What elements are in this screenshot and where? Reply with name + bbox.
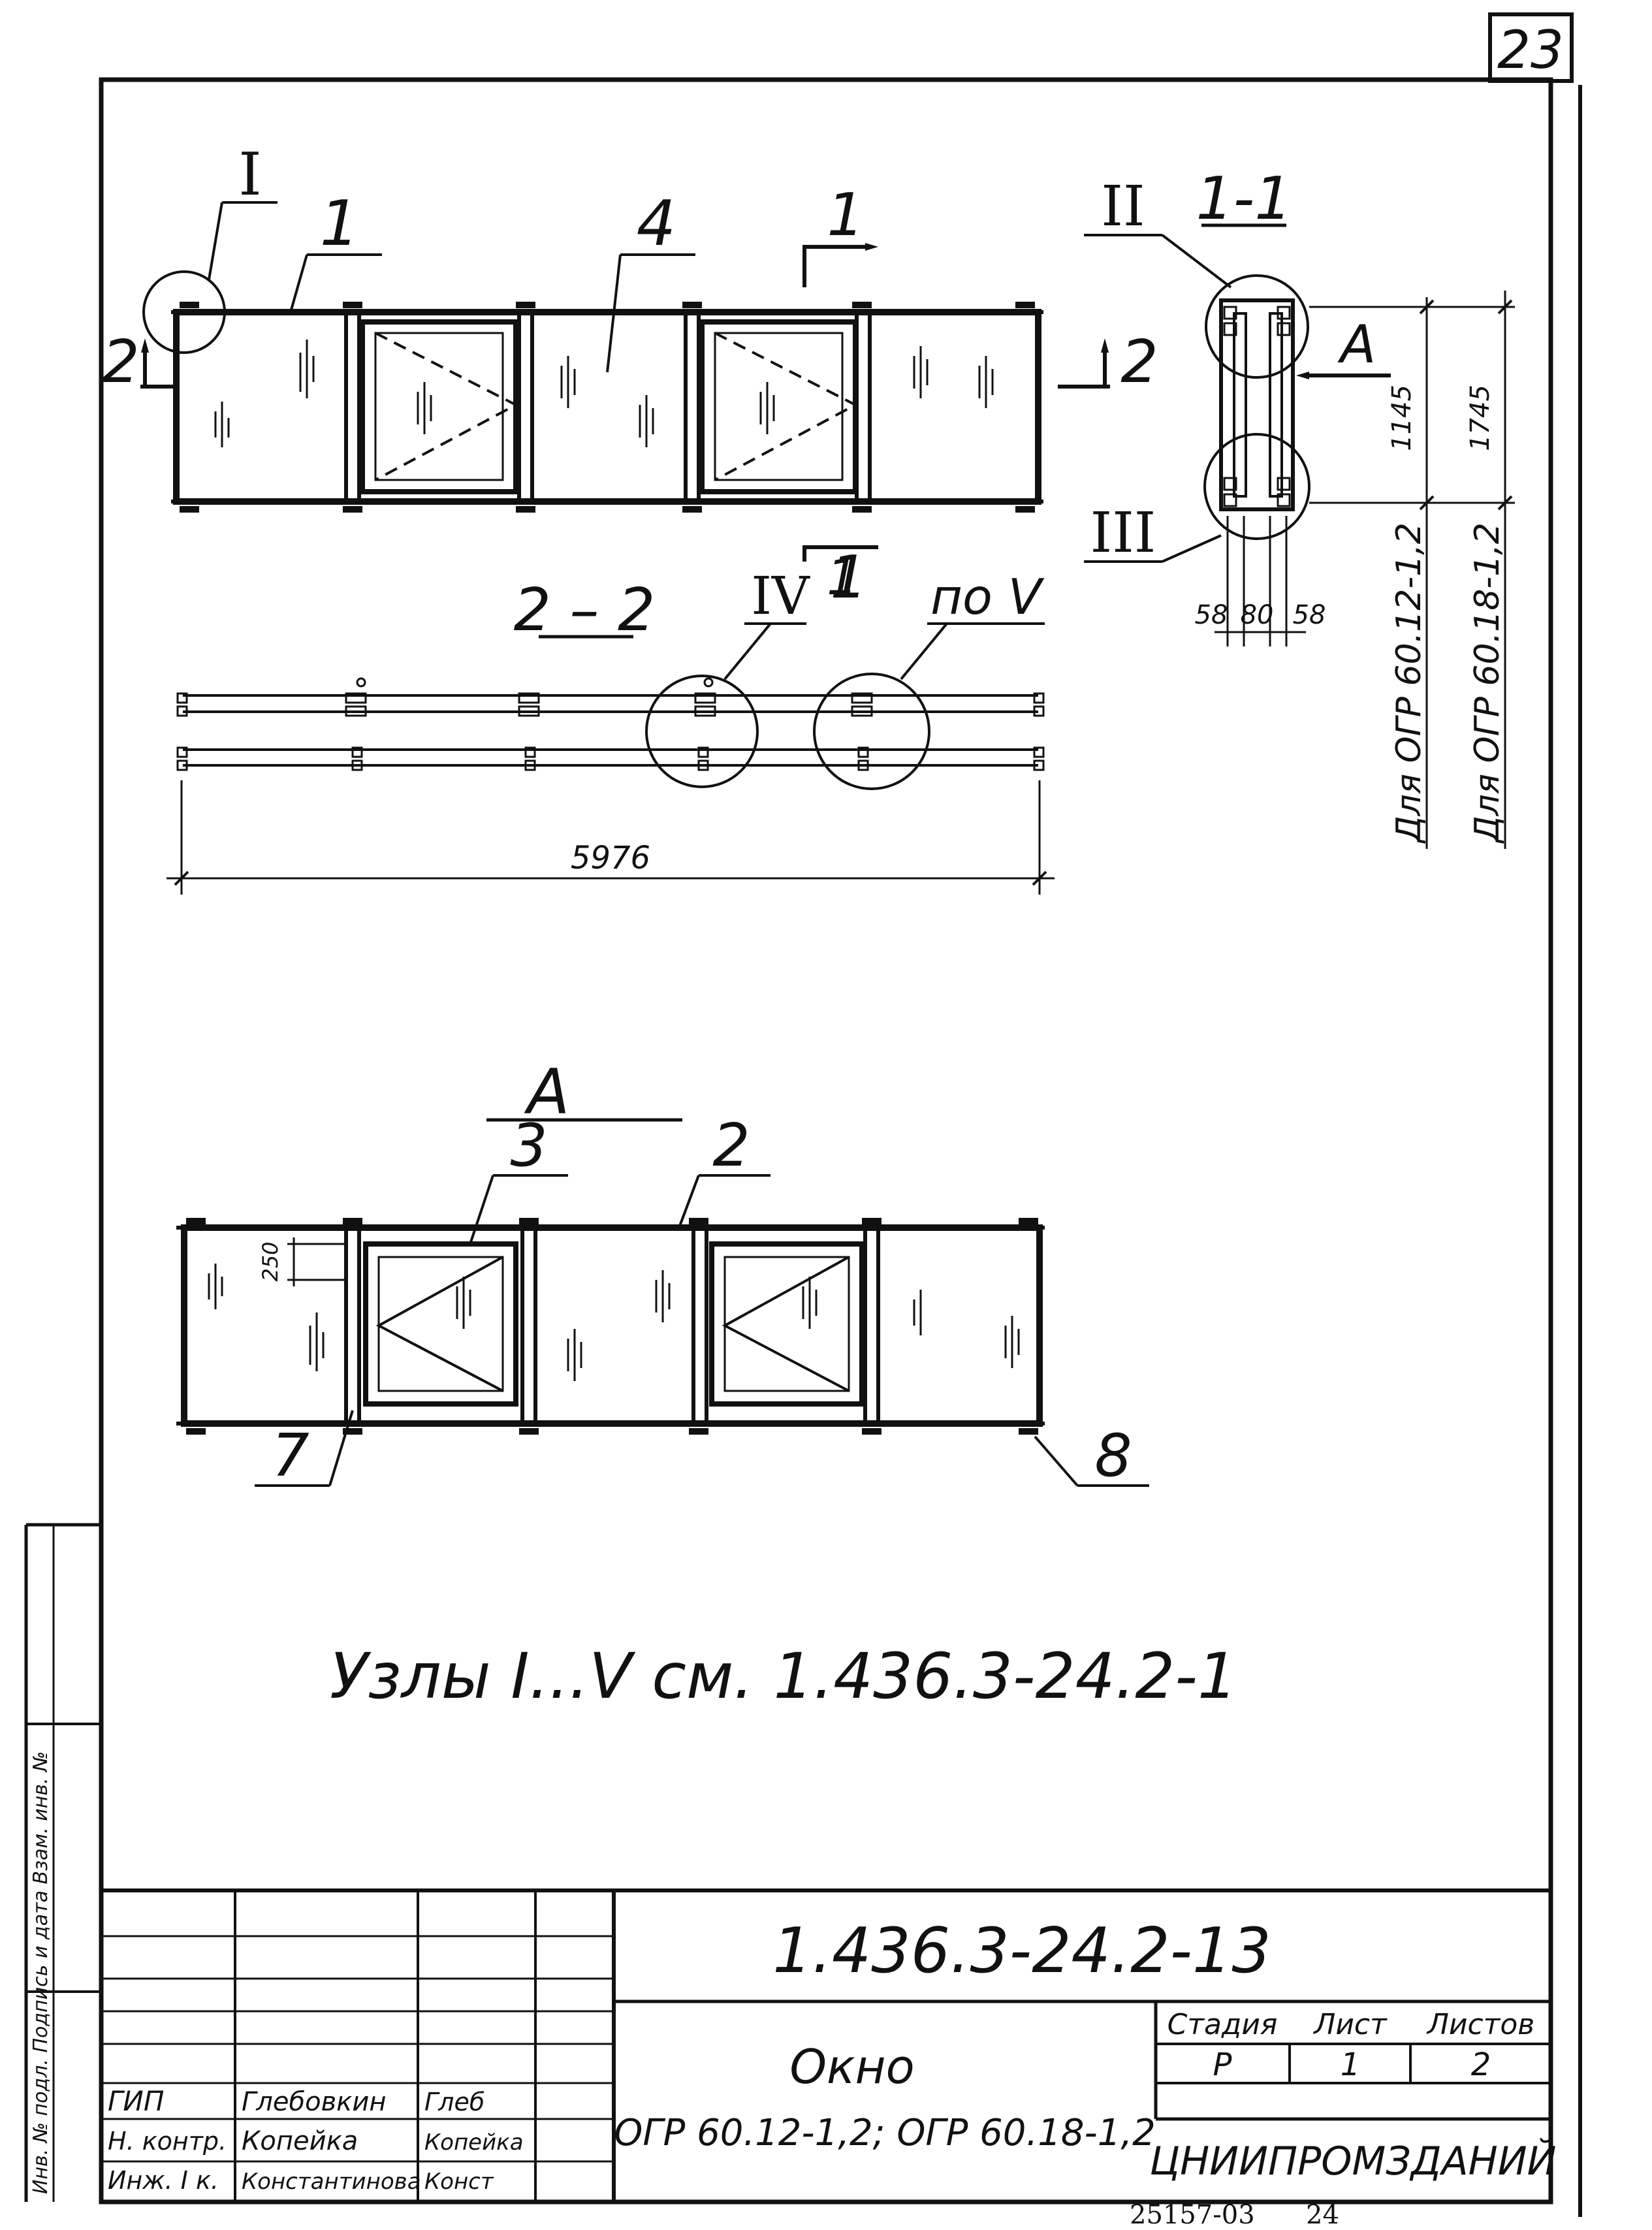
stage-value: Р xyxy=(1213,2047,1232,2083)
bottom-code: 25157-03 xyxy=(1130,2200,1255,2230)
leader-1-label: 1 xyxy=(320,188,359,260)
sheet-label: Лист xyxy=(1312,2008,1388,2041)
dim-250: 250 xyxy=(258,1241,283,1281)
name-konstantinova: Константинова xyxy=(242,2169,421,2195)
product-name: Окно xyxy=(789,2039,914,2094)
role-inzh: Инж. I к. xyxy=(108,2166,219,2195)
cut-1-top: 1 xyxy=(827,181,864,249)
doc-code: 1.436.3-24.2-13 xyxy=(772,1915,1271,1987)
leader-4-label: 4 xyxy=(637,188,676,260)
side-strip-label: Инв. № подл. Подпись и дата Взам. инв. № xyxy=(29,1751,52,2194)
section-1-1-title: 1-1 xyxy=(1196,165,1292,233)
view-a-glass-hatch xyxy=(208,1264,1020,1381)
view-a-tabs xyxy=(186,1218,1038,1435)
bottom-page: 24 xyxy=(1306,2200,1339,2230)
leader-2-label: 2 xyxy=(712,1111,750,1180)
section-2-2-leader-1: 1 xyxy=(827,549,858,606)
dim-1145: 1145 xyxy=(1387,385,1417,451)
glass-hatch xyxy=(214,340,994,447)
dim-80: 80 xyxy=(1241,600,1274,630)
role-gip: ГИП xyxy=(108,2085,164,2117)
dim-58-right: 58 xyxy=(1293,600,1326,630)
view-A-title: A xyxy=(524,1057,570,1128)
sheets-label: Листов xyxy=(1426,2008,1534,2041)
signature-1: Глеб xyxy=(424,2088,484,2116)
section-1-1: 1-1 II III A 1145 xyxy=(1084,165,1515,849)
page-number: 23 xyxy=(1497,20,1564,80)
title-block: 1.436.3-24.2-13 Окно ОГР 60.12-1,2; ОГР … xyxy=(99,1888,1557,2204)
view-A-arrow-label: A xyxy=(1337,314,1376,375)
node-IV-label: IV xyxy=(751,565,810,626)
role-n-kontr: Н. контр. xyxy=(108,2127,227,2156)
note-ogr-60-18: Для ОГР 60.18-1,2 xyxy=(1468,522,1507,844)
signature-3: Конст xyxy=(424,2169,494,2195)
cut-2-right: 2 xyxy=(1120,328,1158,396)
stage-label: Стадия xyxy=(1168,2008,1278,2041)
leader-3-label: 3 xyxy=(510,1111,547,1180)
note-ogr-60-12: Для ОГР 60.12-1,2 xyxy=(1390,522,1429,844)
section-2-2-nodes xyxy=(176,677,1045,771)
frame-tabs xyxy=(180,302,1035,513)
name-kopeika: Копейка xyxy=(242,2126,358,2156)
side-strip: Инв. № подл. Подпись и дата Взам. инв. № xyxy=(24,1523,101,2202)
cut-1-bottom: 1 xyxy=(830,543,867,612)
product-codes: ОГР 60.12-1,2; ОГР 60.18-1,2 xyxy=(614,2112,1156,2154)
node-III-label: III xyxy=(1090,501,1156,565)
view-a: A 250 3 2 xyxy=(176,1057,1149,1490)
plan-view: I 1 4 1 1 2 2 xyxy=(102,140,1158,612)
section-2-2: 2 – 2 IV 1 по V 5976 xyxy=(167,549,1055,895)
section-2-2-title: 2 – 2 xyxy=(514,576,656,645)
cut-2-left: 2 xyxy=(102,328,139,396)
profile-details xyxy=(1223,306,1291,507)
name-glebovkin: Глебовкин xyxy=(242,2087,386,2117)
leader-8-label: 8 xyxy=(1094,1422,1132,1490)
sheet-value: 1 xyxy=(1341,2047,1361,2083)
node-II-label: II xyxy=(1101,174,1145,239)
dim-58-left: 58 xyxy=(1195,600,1228,630)
nodes-reference-note: Узлы I...V см. 1.436.3-24.2-1 xyxy=(330,1640,1237,1713)
signature-2: Копейка xyxy=(424,2129,524,2156)
sheets-value: 2 xyxy=(1471,2047,1491,2083)
node-V-label: по V xyxy=(930,568,1045,626)
leader-7-label: 7 xyxy=(272,1422,309,1490)
dim-1745: 1745 xyxy=(1465,385,1495,451)
organization: ЦНИИПРОМЗДАНИЙ xyxy=(1149,2138,1556,2184)
dim-5976: 5976 xyxy=(571,840,650,876)
node-I-label: I xyxy=(238,140,262,209)
